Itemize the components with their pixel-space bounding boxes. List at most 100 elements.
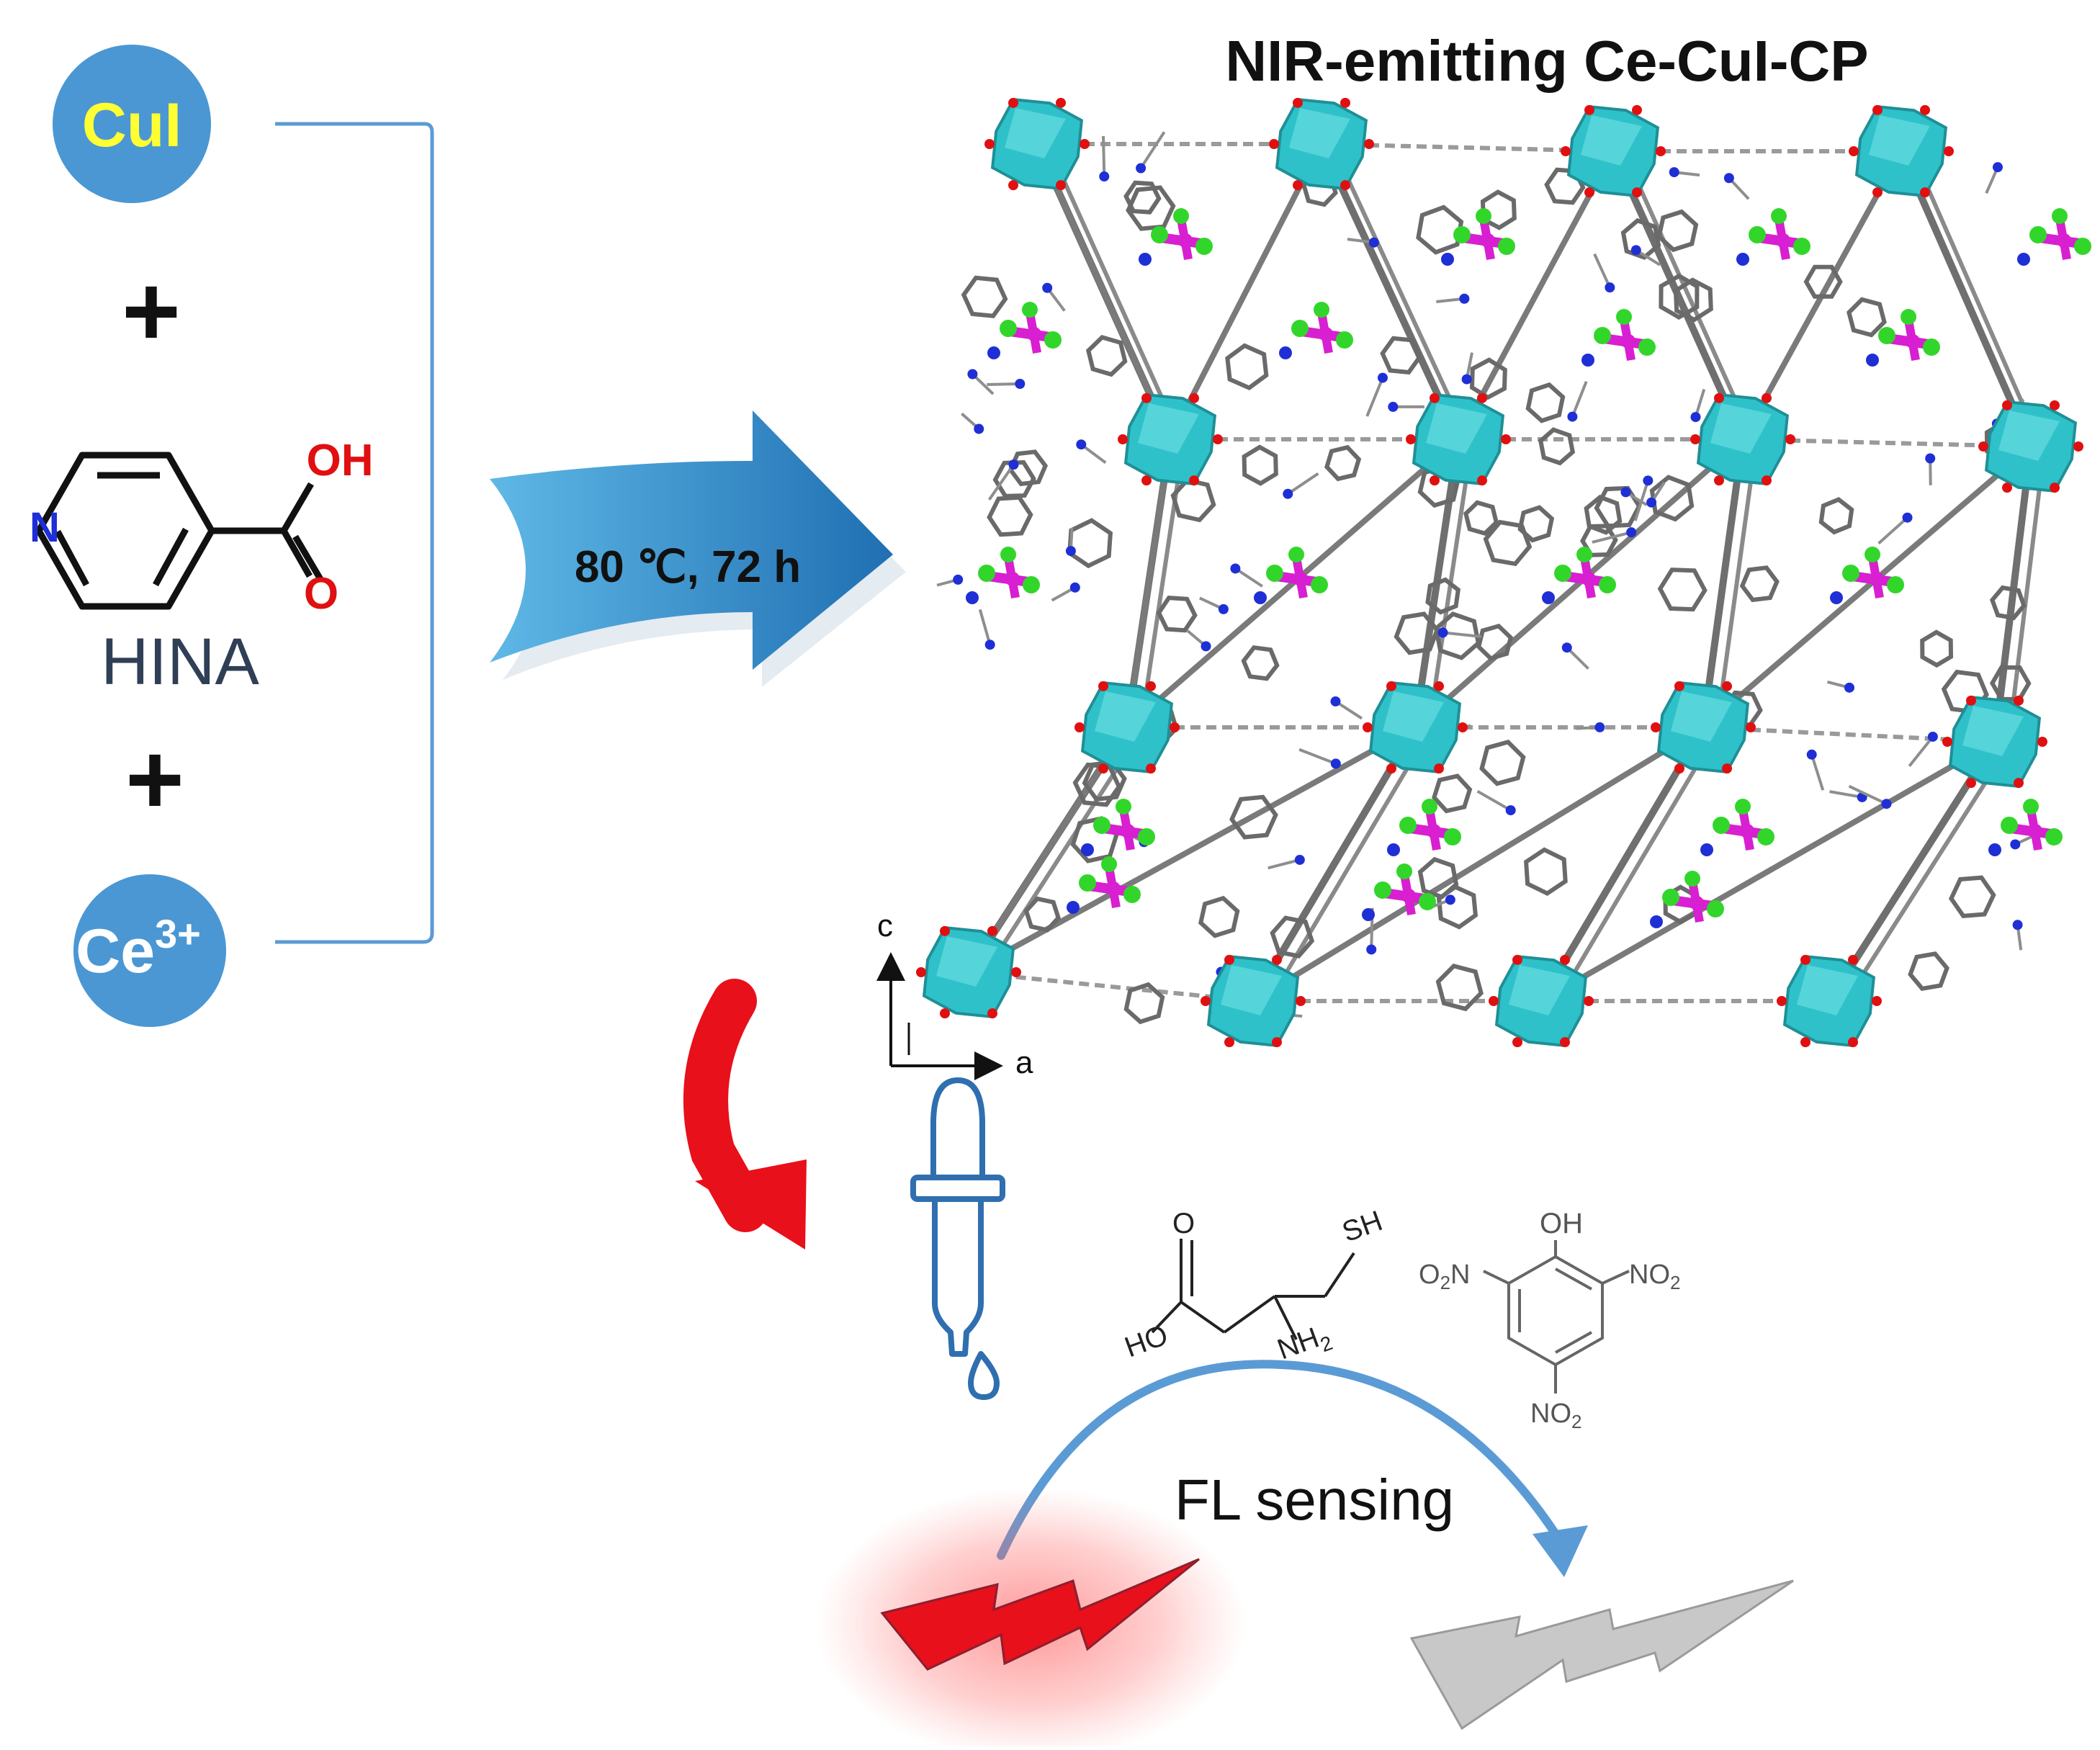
iodine-atom xyxy=(1093,817,1110,834)
organic-linker xyxy=(969,727,1415,972)
structure-title: NIR-emitting Ce-CuI-CP xyxy=(1225,29,1868,93)
cysteine-o: O xyxy=(1172,1208,1195,1239)
nitrogen-atom xyxy=(1807,750,1817,760)
iodine-atom xyxy=(1022,302,1038,318)
aromatic-ring xyxy=(1173,480,1213,520)
oxygen-atom xyxy=(1189,393,1199,403)
copper-atom xyxy=(1906,334,1920,349)
iodine-atom xyxy=(2029,226,2047,243)
nitrogen-atom xyxy=(1459,294,1469,304)
oxygen-atom xyxy=(1141,393,1152,403)
iodine-atom xyxy=(1707,900,1724,917)
oxygen-atom xyxy=(1011,967,1021,977)
nitrogen-atom xyxy=(1650,915,1663,928)
aromatic-ring xyxy=(1327,447,1358,479)
iodine-atom xyxy=(1044,331,1062,349)
oxygen-atom xyxy=(1364,139,1374,149)
cui-label: CuI xyxy=(82,91,182,160)
oxygen-atom xyxy=(1584,105,1594,115)
solvent-bond xyxy=(1478,791,1511,810)
iodine-atom xyxy=(1735,799,1751,815)
nitrogen-atom xyxy=(1099,171,1109,181)
nitrogen-atom xyxy=(1008,459,1018,470)
organic-linker xyxy=(1554,733,1716,1007)
iodine-atom xyxy=(1444,828,1461,845)
tnp-oh: OH xyxy=(1540,1208,1583,1239)
solvent-bond xyxy=(1288,474,1318,494)
nitrogen-atom xyxy=(1866,354,1879,367)
nitrogen-atom xyxy=(1219,604,1229,614)
aromatic-ring xyxy=(1244,647,1277,678)
aromatic-ring xyxy=(1069,521,1110,566)
iodine-atom xyxy=(1399,817,1417,834)
copper-atom xyxy=(1690,896,1704,910)
iodine-atom xyxy=(1419,893,1436,910)
oxygen-atom xyxy=(1098,763,1108,773)
tnp-no2-bottom: NO2 xyxy=(1530,1399,1581,1432)
nitrogen-atom xyxy=(1993,162,2003,172)
sensing-label: FL sensing xyxy=(1175,1468,1454,1532)
oxygen-atom xyxy=(1714,393,1724,403)
oxygen-atom xyxy=(1632,105,1642,115)
iodine-atom xyxy=(1842,565,1859,582)
ce-superscript: 3+ xyxy=(155,911,201,956)
oxygen-atom xyxy=(1800,1037,1810,1047)
aromatic-ring xyxy=(1088,337,1125,374)
aromatic-ring xyxy=(1911,953,1947,988)
nitrogen-atom xyxy=(1605,282,1615,292)
nitrogen-atom xyxy=(1988,843,2001,856)
copper-atom xyxy=(1027,327,1041,341)
nitrogen-atom xyxy=(1736,253,1749,266)
oxygen-atom xyxy=(1632,187,1642,197)
aromatic-ring xyxy=(1383,338,1420,372)
oxygen-atom xyxy=(1849,146,1859,156)
copper-atom xyxy=(2028,824,2042,838)
aromatic-ring xyxy=(1922,632,1951,665)
nitrogen-atom xyxy=(1631,245,1641,255)
iodine-atom xyxy=(1000,547,1016,562)
solvent-bond xyxy=(1103,136,1104,176)
oxygen-atom xyxy=(1146,763,1156,773)
aromatic-ring xyxy=(1244,447,1276,483)
cysteine-sh: SH xyxy=(1338,1205,1386,1248)
aromatic-ring xyxy=(1821,500,1852,532)
iodine-atom xyxy=(1396,863,1412,879)
oxygen-atom xyxy=(1118,434,1128,444)
oxygen-atom xyxy=(1224,1037,1234,1047)
nitrogen-atom xyxy=(1462,374,1472,385)
nitrogen-atom xyxy=(1506,805,1516,815)
iodine-atom xyxy=(1266,565,1283,582)
iodine-atom xyxy=(1116,799,1131,815)
oxygen-atom xyxy=(1386,763,1396,773)
nitrogen-atom xyxy=(1830,591,1843,604)
nitrogen-atom xyxy=(1283,489,1293,499)
oxygen-atom xyxy=(2073,441,2083,452)
hina-atom-o: O xyxy=(304,569,338,619)
aromatic-ring xyxy=(1482,742,1524,784)
nitrogen-atom xyxy=(953,575,963,585)
oxygen-atom xyxy=(1560,1037,1570,1047)
iodine-atom xyxy=(1713,817,1730,834)
oxygen-atom xyxy=(1008,180,1018,190)
oxygen-atom xyxy=(1293,180,1303,190)
oxygen-atom xyxy=(1272,955,1282,965)
hina-atom-n: N xyxy=(30,504,60,551)
nitrogen-atom xyxy=(2017,253,2030,266)
nitrogen-atom xyxy=(1230,563,1240,573)
oxygen-atom xyxy=(1584,187,1594,197)
iodine-atom xyxy=(1023,576,1040,593)
nitrogen-atom xyxy=(1928,732,1938,742)
nitrogen-atom xyxy=(1139,253,1152,266)
oxygen-atom xyxy=(2002,483,2012,493)
copper-atom xyxy=(1481,233,1495,248)
iodine-atom xyxy=(1554,565,1571,582)
oxygen-atom xyxy=(1966,778,1976,788)
iodine-atom xyxy=(1422,799,1437,815)
reactants-column: CuI + N OH O HINA + Ce3+ xyxy=(30,45,432,1027)
aromatic-ring xyxy=(1528,385,1563,421)
iodine-atom xyxy=(1662,889,1679,906)
solvent-bond xyxy=(1879,518,1908,544)
oxygen-atom xyxy=(1056,180,1066,190)
oxygen-atom xyxy=(984,139,995,149)
